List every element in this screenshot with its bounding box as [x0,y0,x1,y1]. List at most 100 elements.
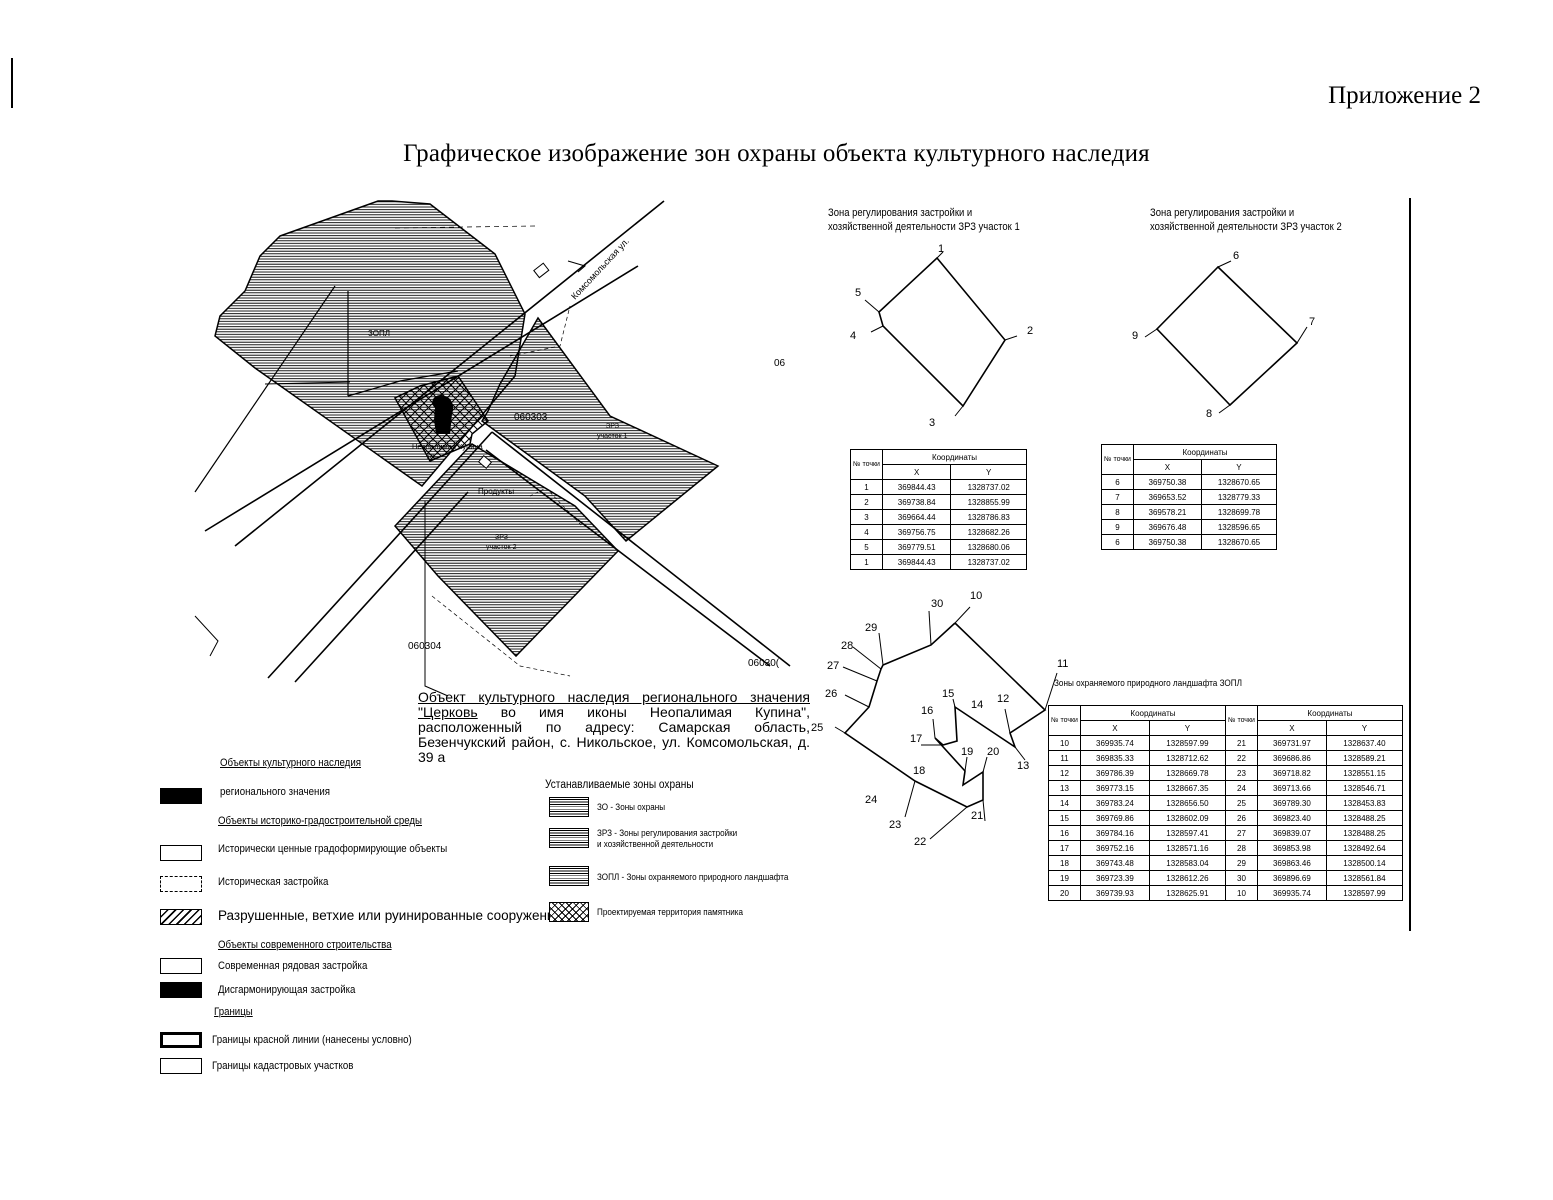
legend-hist-building: Историческая застройка [218,876,329,888]
legend-hist-valuable: Исторически ценные градоформирующие объе… [218,843,448,855]
zrz1-table-cell: 2 [850,494,883,510]
zopl-table-cell: 369789.30 [1256,795,1327,811]
zones-legend-proj: Проектируемая территория памятника [597,907,744,917]
zopl-table-cell: 13 [1048,780,1081,796]
zrz2-table-cell: 369578.21 [1132,504,1202,520]
object-map-label: Неопалимая Купина [412,442,484,451]
legend-historic-head: Объекты историко-градостроительной среды [218,815,422,827]
zopl-table-cell: 1328712.62 [1148,750,1226,766]
zopl-table-cell: 25 [1224,795,1258,811]
zrz2-table-cell: 8 [1101,504,1134,520]
zrz2-table-cell: 1328670.65 [1200,474,1278,490]
zopl-table-cell: 1328667.35 [1148,780,1226,796]
zopl-table-cell: 369773.15 [1079,780,1150,796]
zopl-table-cell: 369896.69 [1256,870,1327,886]
zopl-table-cell: 369686.86 [1256,750,1327,766]
zopl-table-cell: 369718.82 [1256,765,1327,781]
zrz1-point-2: 2 [1027,325,1033,337]
zopl-table-cell: 1328602.09 [1148,810,1226,826]
zrz2-table-cell: 1328596.65 [1200,519,1278,535]
cadastral-label-2: 060303 [514,412,548,423]
zrz1-label: ЗРЗ [606,423,619,430]
zopl-caption: Зоны охраняемого природного ландшафта ЗО… [1054,678,1243,689]
zopl-point-20: 20 [987,746,999,758]
zones-legend-zrz-swatch [549,828,589,848]
zrz2-point-8: 8 [1206,408,1212,420]
zrz2-point-7: 7 [1309,316,1315,328]
zopl-table-cell: 1328583.04 [1148,855,1226,871]
cadastral-label-4: 06030( [748,658,780,669]
zrz1-point-5: 5 [855,287,861,299]
zrz1-point-4: 4 [850,330,856,342]
zones-legend-zrz: ЗРЗ - Зоны регулирования застройки и хоз… [597,828,737,850]
zopl-table-cell: 15 [1048,810,1081,826]
church-object [432,395,454,434]
zopl-table-cell: 30 [1224,870,1258,886]
legend-cadastral: Границы кадастровых участков [212,1060,354,1072]
zopl-table-cell: 369863.46 [1256,855,1327,871]
zopl-table-cell: 1328571.16 [1148,840,1226,856]
zopl-table-cell: 369823.40 [1256,810,1327,826]
legend-hist-valuable-swatch [160,845,202,861]
zopl-table-cell: 369853.98 [1256,840,1327,856]
zopl-head-x-right: X [1256,720,1327,736]
margin-rule [11,58,13,108]
zopl-table-cell: 1328492.64 [1325,840,1404,856]
zopl-table-cell: 1328597.41 [1148,825,1226,841]
zopl-table-cell: 1328656.50 [1148,795,1226,811]
zrz1-head-no: № точки [850,449,883,480]
zrz1-table-cell: 1328737.02 [950,479,1027,495]
zopl-point-21: 21 [971,810,983,822]
zrz2-head-y: Y [1200,459,1278,475]
zopl-table-cell: 369839.07 [1256,825,1327,841]
cadastral-label-3: 060304 [408,641,442,652]
zrz2-point-9: 9 [1132,330,1138,342]
zopl-table-cell: 23 [1224,765,1258,781]
zopl-table-cell: 18 [1048,855,1081,871]
zopl-table-cell: 369783.24 [1079,795,1150,811]
zopl-point-19: 19 [961,746,973,758]
zopl-table-cell: 17 [1048,840,1081,856]
zrz2-point-6: 6 [1233,250,1239,262]
zopl-table-cell: 1328612.26 [1148,870,1226,886]
zrz2-caption: Зона регулирования застройки и хозяйстве… [1150,206,1342,234]
zopl-table-cell: 27 [1224,825,1258,841]
zopl-table-cell: 10 [1048,735,1081,751]
zrz1-table-cell: 369738.84 [881,494,952,510]
zopl-table-cell: 369935.74 [1256,885,1327,901]
zrz2-table-cell: 6 [1101,534,1134,550]
zopl-table-cell: 29 [1224,855,1258,871]
zopl-table-cell: 369769.86 [1079,810,1150,826]
zrz1-table-cell: 1 [850,479,883,495]
zrz1-zone [481,316,720,543]
zopl-table-cell: 16 [1048,825,1081,841]
zrz1-table-cell: 369779.51 [881,539,952,555]
zrz1-point-1: 1 [938,243,944,255]
page-title: Графическое изображение зон охраны объек… [403,140,1150,167]
legend-ruined: Разрушенные, ветхие или руинированные со… [218,908,562,923]
zopl-point-16: 16 [921,705,933,717]
legend-modern-head: Объекты современного строительства [218,939,392,951]
zrz2-table-cell: 369750.38 [1132,474,1202,490]
zones-legend-zrz-line2: и хозяйственной деятельности [597,839,714,849]
zrz2-head-coords: Координаты [1132,444,1278,460]
zrz1-table-cell: 369844.43 [881,479,952,495]
zrz2-contour: 6 7 8 9 [1132,250,1315,420]
zones-legend-proj-swatch [549,902,589,922]
zopl-table-cell: 369739.93 [1079,885,1150,901]
zrz1-table-cell: 369756.75 [881,524,952,540]
zopl-point-11: 11 [1057,658,1068,670]
zopl-table-cell: 28 [1224,840,1258,856]
legend-regional-swatch [160,788,202,804]
zopl-table-cell: 1328453.83 [1325,795,1404,811]
